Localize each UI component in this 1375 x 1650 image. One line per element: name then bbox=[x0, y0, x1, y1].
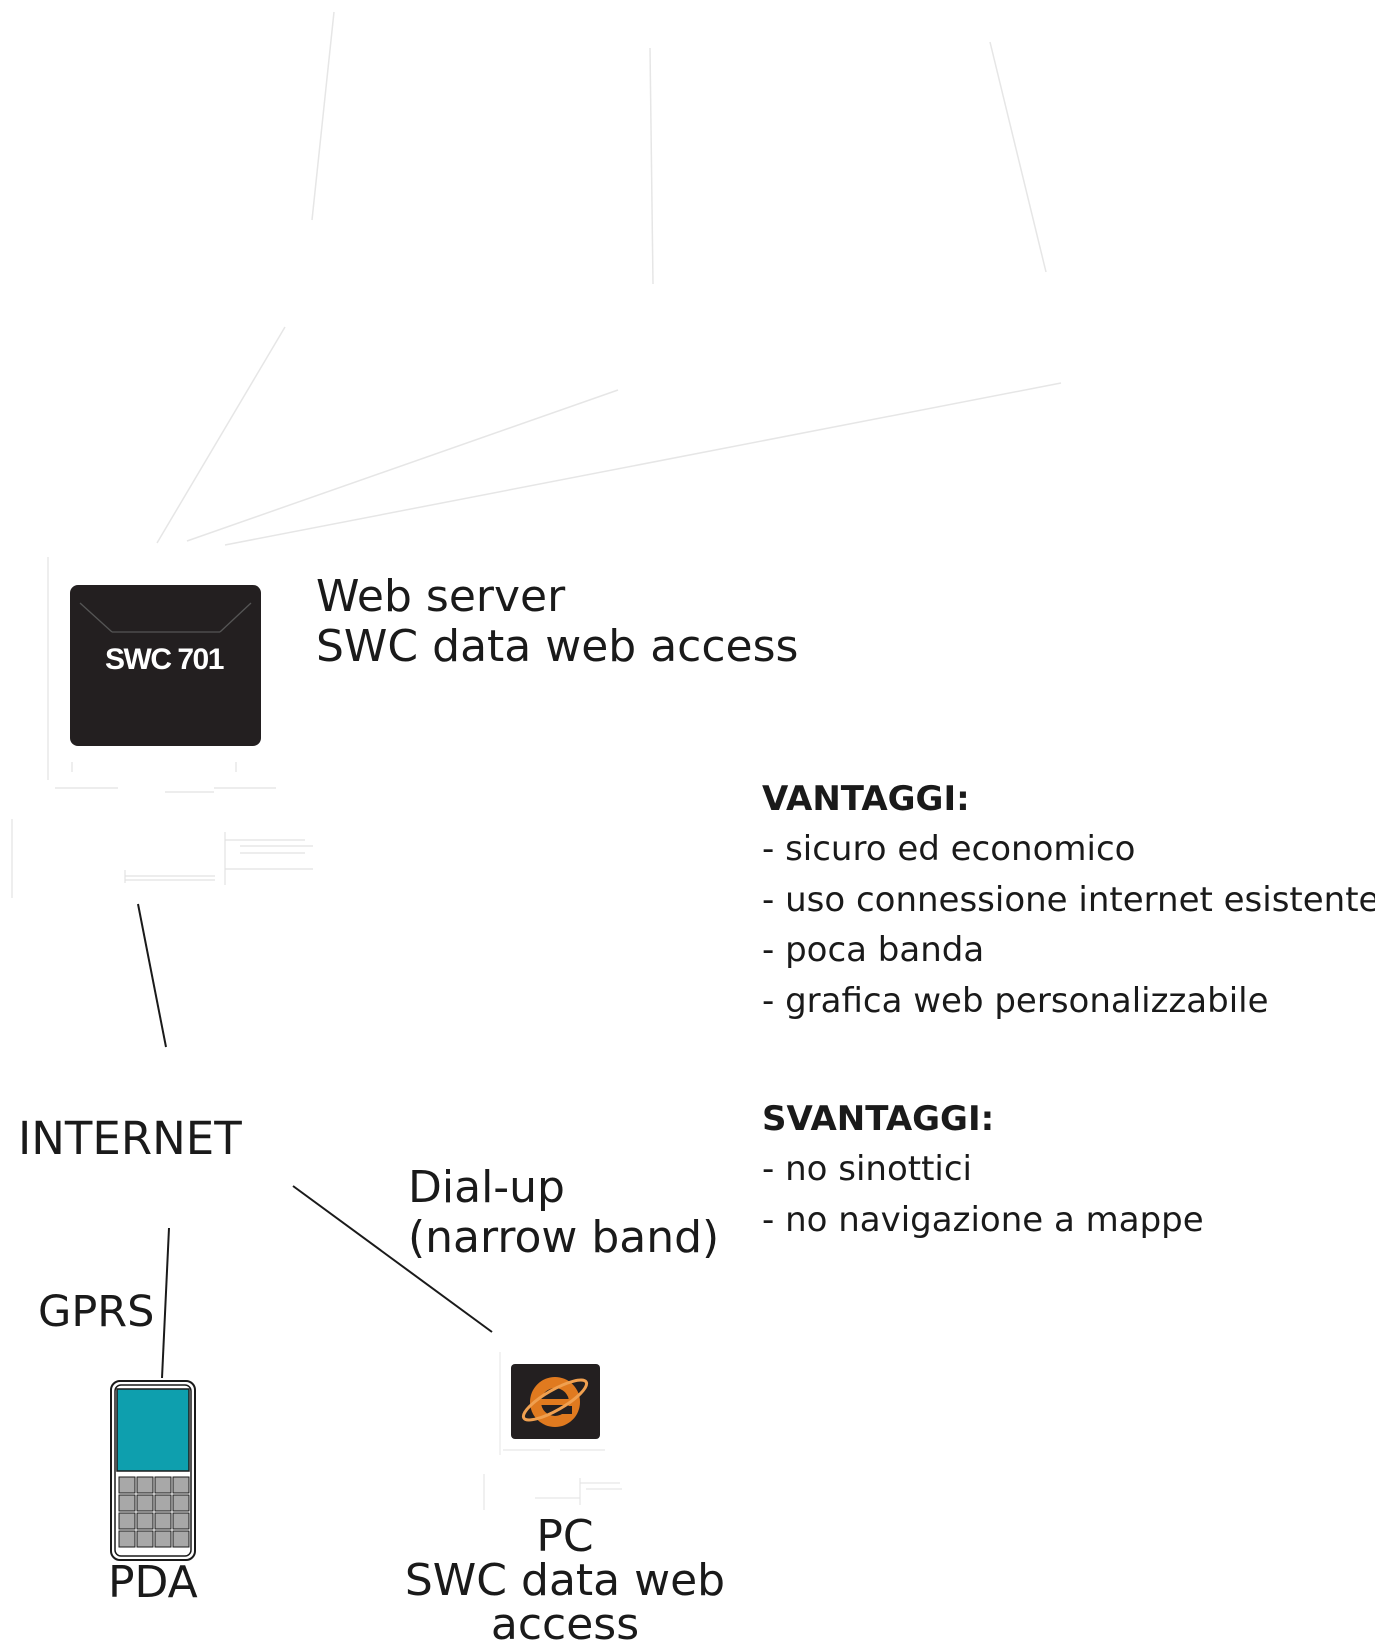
pda-device-icon bbox=[110, 1380, 196, 1561]
internet-explorer-icon bbox=[521, 1377, 589, 1427]
advantage-item: - uso connessione internet esistente bbox=[762, 879, 1375, 920]
network-diagram: SWC 701 bbox=[11, 11, 1062, 1561]
advantages-heading: VANTAGGI: bbox=[762, 779, 970, 819]
connector-line bbox=[649, 47, 654, 285]
dialup-subtitle: (narrow band) bbox=[408, 1211, 720, 1263]
top-connector-lines bbox=[156, 11, 1062, 546]
disadvantages-list: SVANTAGGI: - no sinottici - no navigazio… bbox=[762, 1100, 1204, 1251]
disadvantages-heading: SVANTAGGI: bbox=[762, 1099, 995, 1139]
internet-label: INTERNET bbox=[18, 1112, 242, 1165]
dialup-label: Dial-up (narrow band) bbox=[408, 1163, 719, 1262]
gprs-line bbox=[161, 1227, 170, 1379]
pda-keypad bbox=[118, 1476, 190, 1548]
web-server-subtitle: SWC data web access bbox=[316, 620, 799, 672]
disadvantage-item: - no navigazione a mappe bbox=[762, 1199, 1204, 1240]
advantages-list: VANTAGGI: - sicuro ed economico - uso co… bbox=[762, 780, 1375, 1032]
pc-label: PC SWC data web access bbox=[330, 1515, 800, 1647]
pc-subtitle: SWC data web access bbox=[404, 1555, 726, 1650]
dialup-title: Dial-up bbox=[408, 1162, 565, 1213]
advantage-item: - poca banda bbox=[762, 930, 985, 971]
web-server-label: Web server SWC data web access bbox=[316, 572, 798, 671]
server-computer-icon: SWC 701 bbox=[11, 557, 313, 898]
server-device-label: SWC 701 bbox=[105, 643, 224, 676]
advantage-item: - sicuro ed economico bbox=[762, 829, 1136, 870]
server-internet-line bbox=[137, 903, 167, 1048]
gprs-label: GPRS bbox=[38, 1287, 155, 1337]
disadvantage-item: - no sinottici bbox=[762, 1149, 972, 1190]
web-server-title: Web server bbox=[316, 571, 566, 622]
connector-line bbox=[156, 326, 286, 544]
pc-computer-icon bbox=[483, 1352, 622, 1510]
pda-label: PDA bbox=[108, 1557, 198, 1608]
connector-line bbox=[224, 382, 1062, 546]
advantage-item: - grafica web personalizzabile bbox=[762, 980, 1269, 1021]
pc-title: PC bbox=[536, 1511, 594, 1562]
connector-line bbox=[311, 11, 335, 221]
connector-line bbox=[989, 41, 1047, 273]
connector-line bbox=[186, 389, 619, 542]
dialup-line bbox=[292, 1185, 493, 1333]
pda-screen bbox=[116, 1388, 190, 1472]
connection-lines bbox=[137, 903, 493, 1379]
server-screen bbox=[70, 585, 261, 746]
